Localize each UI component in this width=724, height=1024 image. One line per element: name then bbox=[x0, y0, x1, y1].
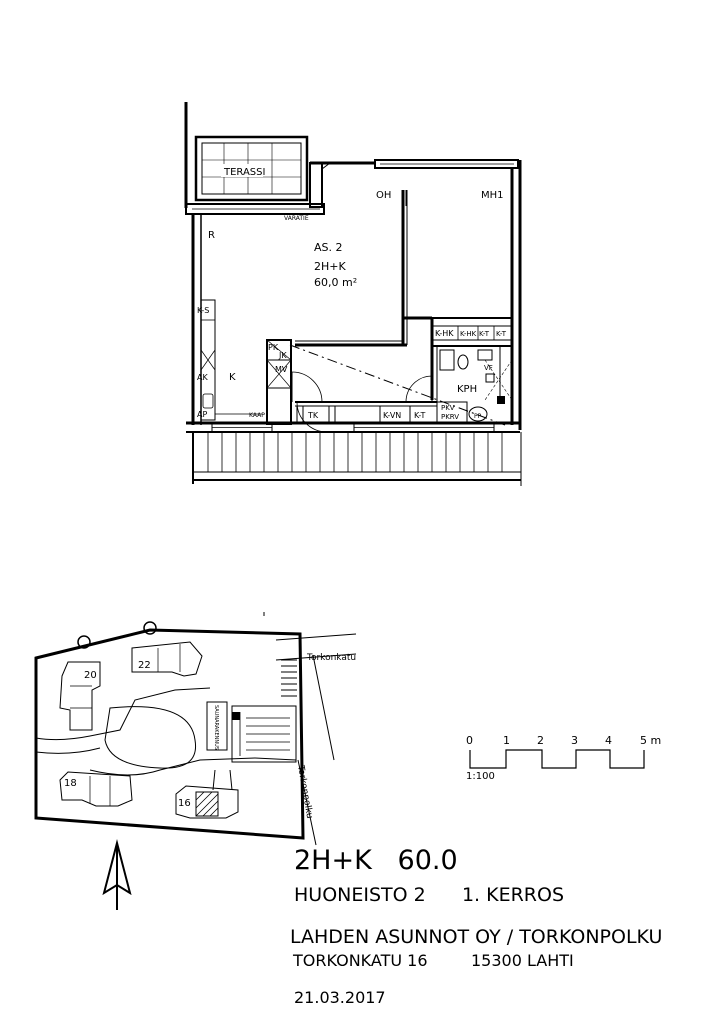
room-storage: VARATIE bbox=[284, 215, 309, 222]
title-date: 21.03.2017 bbox=[294, 988, 386, 1007]
tk-label: TK bbox=[307, 411, 319, 420]
street-north-label: Torkonkatu bbox=[306, 653, 356, 663]
room-living: OH bbox=[376, 190, 391, 201]
kitchen-counter: K-S AK AP KAAP bbox=[197, 299, 265, 421]
walkway-pickets bbox=[207, 432, 503, 472]
building-20-label: 20 bbox=[84, 670, 97, 681]
scale-ratio: 1:100 bbox=[466, 771, 495, 782]
mv-label: MV bbox=[275, 365, 288, 374]
khk2-label: K-HK bbox=[460, 330, 477, 338]
ap-label: AP bbox=[197, 410, 207, 419]
scale-tick-3: 3 bbox=[571, 734, 578, 747]
tree-marker-1 bbox=[77, 635, 91, 649]
parking-spaces bbox=[239, 712, 290, 756]
vf-label: VF bbox=[484, 364, 493, 372]
scale-tick-1: 1 bbox=[503, 734, 510, 747]
bathroom-fixtures: VF PP bbox=[439, 346, 513, 422]
title-address-street: TORKONKATU 16 bbox=[292, 951, 428, 970]
kvn-label: K-VN bbox=[383, 411, 401, 420]
interior-walls bbox=[295, 190, 512, 407]
kaap-label: KAAP bbox=[249, 412, 265, 419]
building-18-label: 18 bbox=[64, 778, 77, 789]
outer-walls bbox=[185, 159, 522, 433]
pkv-label: PKV bbox=[441, 404, 455, 412]
room-bedroom: MH1 bbox=[481, 190, 504, 201]
parking-stripes bbox=[281, 659, 297, 697]
ak-label: AK bbox=[197, 373, 208, 382]
room-hall: R bbox=[208, 230, 215, 241]
building-18: 18 bbox=[59, 771, 133, 807]
title-block: 2H+K 60.0 HUONEISTO 2 1. KERROS LAHDEN A… bbox=[290, 845, 662, 1007]
doors: TK bbox=[291, 371, 433, 433]
title-type-area: 2H+K 60.0 bbox=[294, 845, 458, 876]
scale-bar: 0 1 2 3 4 5 m 1:100 bbox=[466, 734, 661, 782]
bedroom-wardrobes: K-HK K-HK K-T K-T bbox=[431, 325, 513, 341]
building-22-label: 22 bbox=[138, 660, 151, 671]
scale-tick-4: 4 bbox=[605, 734, 612, 747]
title-address-city: 15300 LAHTI bbox=[471, 951, 574, 970]
walkway bbox=[192, 432, 522, 486]
scale-tick-5: 5 m bbox=[640, 734, 661, 747]
khk1-label: K-HK bbox=[435, 329, 454, 338]
building-16-label: 16 bbox=[178, 798, 191, 809]
sauna-label: SAUNARAKENNUS bbox=[213, 705, 219, 750]
room-bathroom: KPH bbox=[457, 384, 477, 395]
jk-label: JK bbox=[278, 351, 287, 360]
kt3-label: K-T bbox=[496, 330, 507, 338]
building-16: 16 bbox=[175, 785, 239, 819]
building-20: 20 bbox=[59, 661, 101, 731]
apartment-area: 60,0 m² bbox=[314, 276, 357, 289]
title-company: LAHDEN ASUNNOT OY / TORKONPOLKU bbox=[290, 926, 662, 948]
wardrobes: K-VN K-T PKV PKRV bbox=[334, 401, 468, 423]
apartment-id: AS. 2 bbox=[314, 241, 343, 254]
scale-tick-0: 0 bbox=[466, 734, 473, 747]
terrace: TERASSI bbox=[184, 102, 309, 208]
title-apartment: HUONEISTO 2 1. KERROS bbox=[294, 884, 564, 906]
kt2-label: K-T bbox=[479, 330, 490, 338]
kt-label: K-T bbox=[414, 411, 426, 420]
floor-plan: TERASSI bbox=[184, 102, 522, 486]
site-plan: Torkonkatu Torkonpolku SAUNARAKENNUS bbox=[34, 612, 356, 910]
scale-tick-2: 2 bbox=[537, 734, 544, 747]
north-arrow-icon bbox=[102, 839, 132, 910]
apartment-type: 2H+K bbox=[314, 260, 346, 273]
terrace-label: TERASSI bbox=[223, 167, 265, 178]
pp-label: PP bbox=[474, 413, 482, 420]
room-kitchen: K bbox=[229, 372, 236, 383]
building-22: 22 bbox=[131, 641, 203, 677]
tree-marker-2 bbox=[143, 621, 157, 635]
ks-label: K-S bbox=[197, 306, 209, 315]
pkrv-label: PKRV bbox=[441, 413, 459, 421]
closet-column: PK JK MV bbox=[266, 339, 292, 425]
street-east-label: Torkonpolku bbox=[295, 764, 314, 820]
pk-label: PK bbox=[268, 343, 279, 352]
